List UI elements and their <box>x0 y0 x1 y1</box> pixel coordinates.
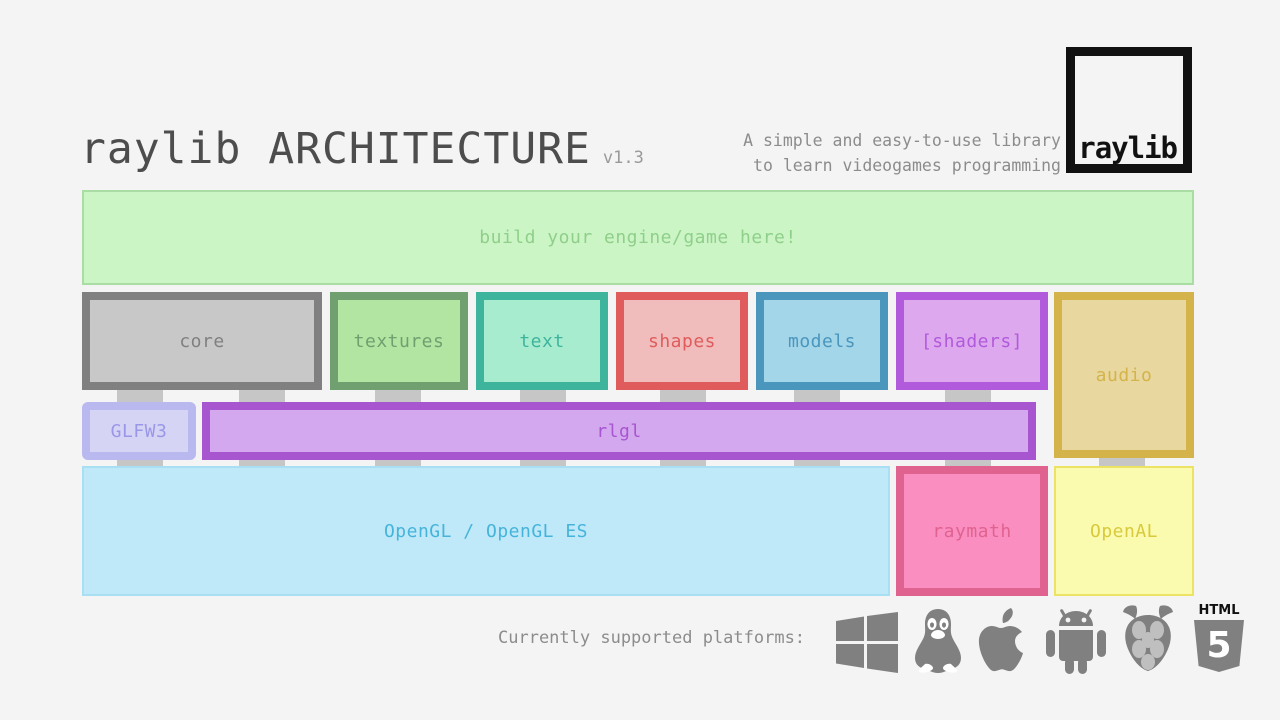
raylib-logo: raylib <box>1066 47 1192 173</box>
user-layer-box: build your engine/game here! <box>82 190 1194 285</box>
module-box-text[interactable]: text <box>476 292 608 390</box>
title-text: raylib ARCHITECTURE <box>80 124 591 174</box>
html5-icon: HTML 5 <box>1190 602 1248 678</box>
user-layer-label: build your engine/game here! <box>479 227 797 248</box>
module-label: shapes <box>647 330 717 352</box>
tagline-line-1: A simple and easy-to-use library <box>743 131 1061 150</box>
connector-tab <box>660 390 706 404</box>
connector-tab <box>375 390 421 404</box>
connector-tab <box>239 390 285 404</box>
raylib-logo-text: raylib <box>1078 131 1178 165</box>
raspberry-pi-icon <box>1118 604 1178 678</box>
layer-label: rlgl <box>596 420 642 442</box>
connector-tab <box>945 390 991 404</box>
module-label: [shaders] <box>920 330 1024 352</box>
layer-box-rlgl[interactable]: rlgl <box>202 402 1036 460</box>
module-box-models[interactable]: models <box>756 292 888 390</box>
connector-tab <box>117 390 163 404</box>
tagline-line-2: to learn videogames programming <box>753 156 1061 175</box>
module-box-shaders[interactable]: [shaders] <box>896 292 1048 390</box>
module-box-shapes[interactable]: shapes <box>616 292 748 390</box>
platforms-label: Currently supported platforms: <box>498 628 806 648</box>
layer-label: GLFW3 <box>110 420 168 442</box>
version-label: v1.3 <box>602 148 644 168</box>
platform-icons-row: HTML 5 <box>836 602 1244 678</box>
module-box-textures[interactable]: textures <box>330 292 468 390</box>
module-label: textures <box>353 330 445 352</box>
layer-label: OpenGL / OpenGL ES <box>383 520 589 542</box>
layer-box-GLFW3[interactable]: GLFW3 <box>82 402 196 460</box>
android-icon <box>1046 608 1106 678</box>
module-label: models <box>787 330 857 352</box>
layer-box-raymath[interactable]: raymath <box>896 466 1048 596</box>
module-label: audio <box>1095 364 1153 386</box>
module-box-audio[interactable]: audio <box>1054 292 1194 458</box>
connector-tab <box>794 390 840 404</box>
layer-box-OpenGL[interactable]: OpenGL / OpenGL ES <box>82 466 890 596</box>
linux-tux-icon <box>910 608 966 678</box>
module-label: text <box>519 330 565 352</box>
connector-tab <box>520 390 566 404</box>
windows-icon <box>836 612 898 678</box>
apple-icon <box>978 608 1034 678</box>
module-box-core[interactable]: core <box>82 292 322 390</box>
html5-number: 5 <box>1206 625 1231 666</box>
html5-label: HTML <box>1199 603 1240 618</box>
layer-label: OpenAL <box>1089 520 1159 542</box>
layer-box-OpenAL[interactable]: OpenAL <box>1054 466 1194 596</box>
layer-label: raymath <box>932 520 1012 542</box>
tagline: A simple and easy-to-use library to lear… <box>716 128 1061 178</box>
module-label: core <box>179 330 225 352</box>
